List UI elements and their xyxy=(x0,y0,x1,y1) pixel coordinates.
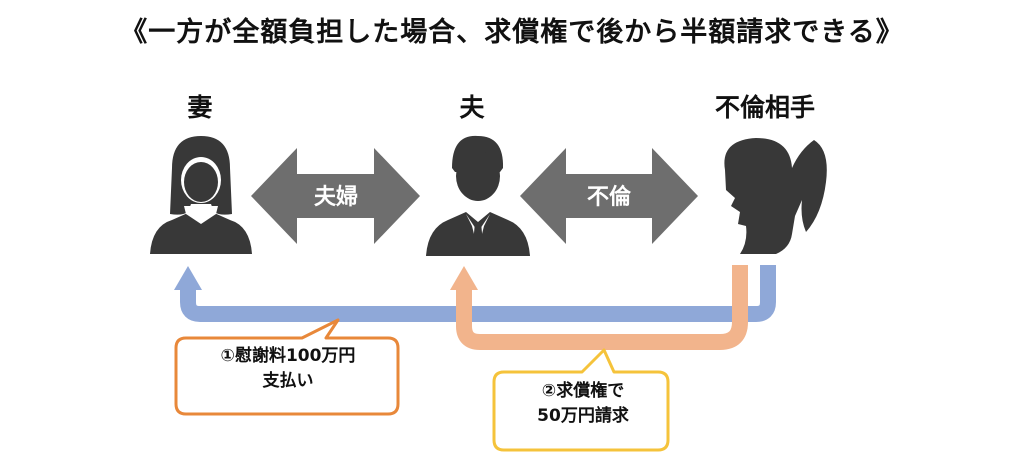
label-wife: 妻 xyxy=(187,93,213,122)
payment-callout-line2: 支払い xyxy=(262,371,314,391)
label-lover: 不倫相手 xyxy=(714,93,815,122)
woman-icon xyxy=(150,136,252,254)
payment-arrow xyxy=(180,265,776,322)
couple-double-arrow xyxy=(251,148,420,244)
affair-arrow-label: 不倫 xyxy=(587,184,632,210)
claim-callout-line1: ②求償権で xyxy=(541,381,625,401)
payment-callout-bubble xyxy=(174,318,400,416)
payment-callout: ①慰謝料100万円 支払い xyxy=(178,344,398,394)
claim-callout-bubble xyxy=(492,348,670,452)
claim-arrow xyxy=(456,265,748,350)
payment-callout-line1: ①慰謝料100万円 xyxy=(220,346,356,366)
claim-callout: ②求償権で 50万円請求 xyxy=(498,379,668,429)
page-title: 《一方が全額負担した場合、求償権で後から半額請求できる》 xyxy=(120,17,904,48)
affair-double-arrow xyxy=(520,148,698,244)
claim-arrowhead xyxy=(450,266,478,290)
ponytail-woman-silhouette-icon xyxy=(724,138,827,254)
couple-arrow-label: 夫婦 xyxy=(314,184,358,210)
label-husband: 夫 xyxy=(459,93,485,122)
man-in-suit-icon xyxy=(426,135,530,256)
payment-arrowhead xyxy=(174,266,202,290)
claim-callout-line2: 50万円請求 xyxy=(537,406,629,426)
